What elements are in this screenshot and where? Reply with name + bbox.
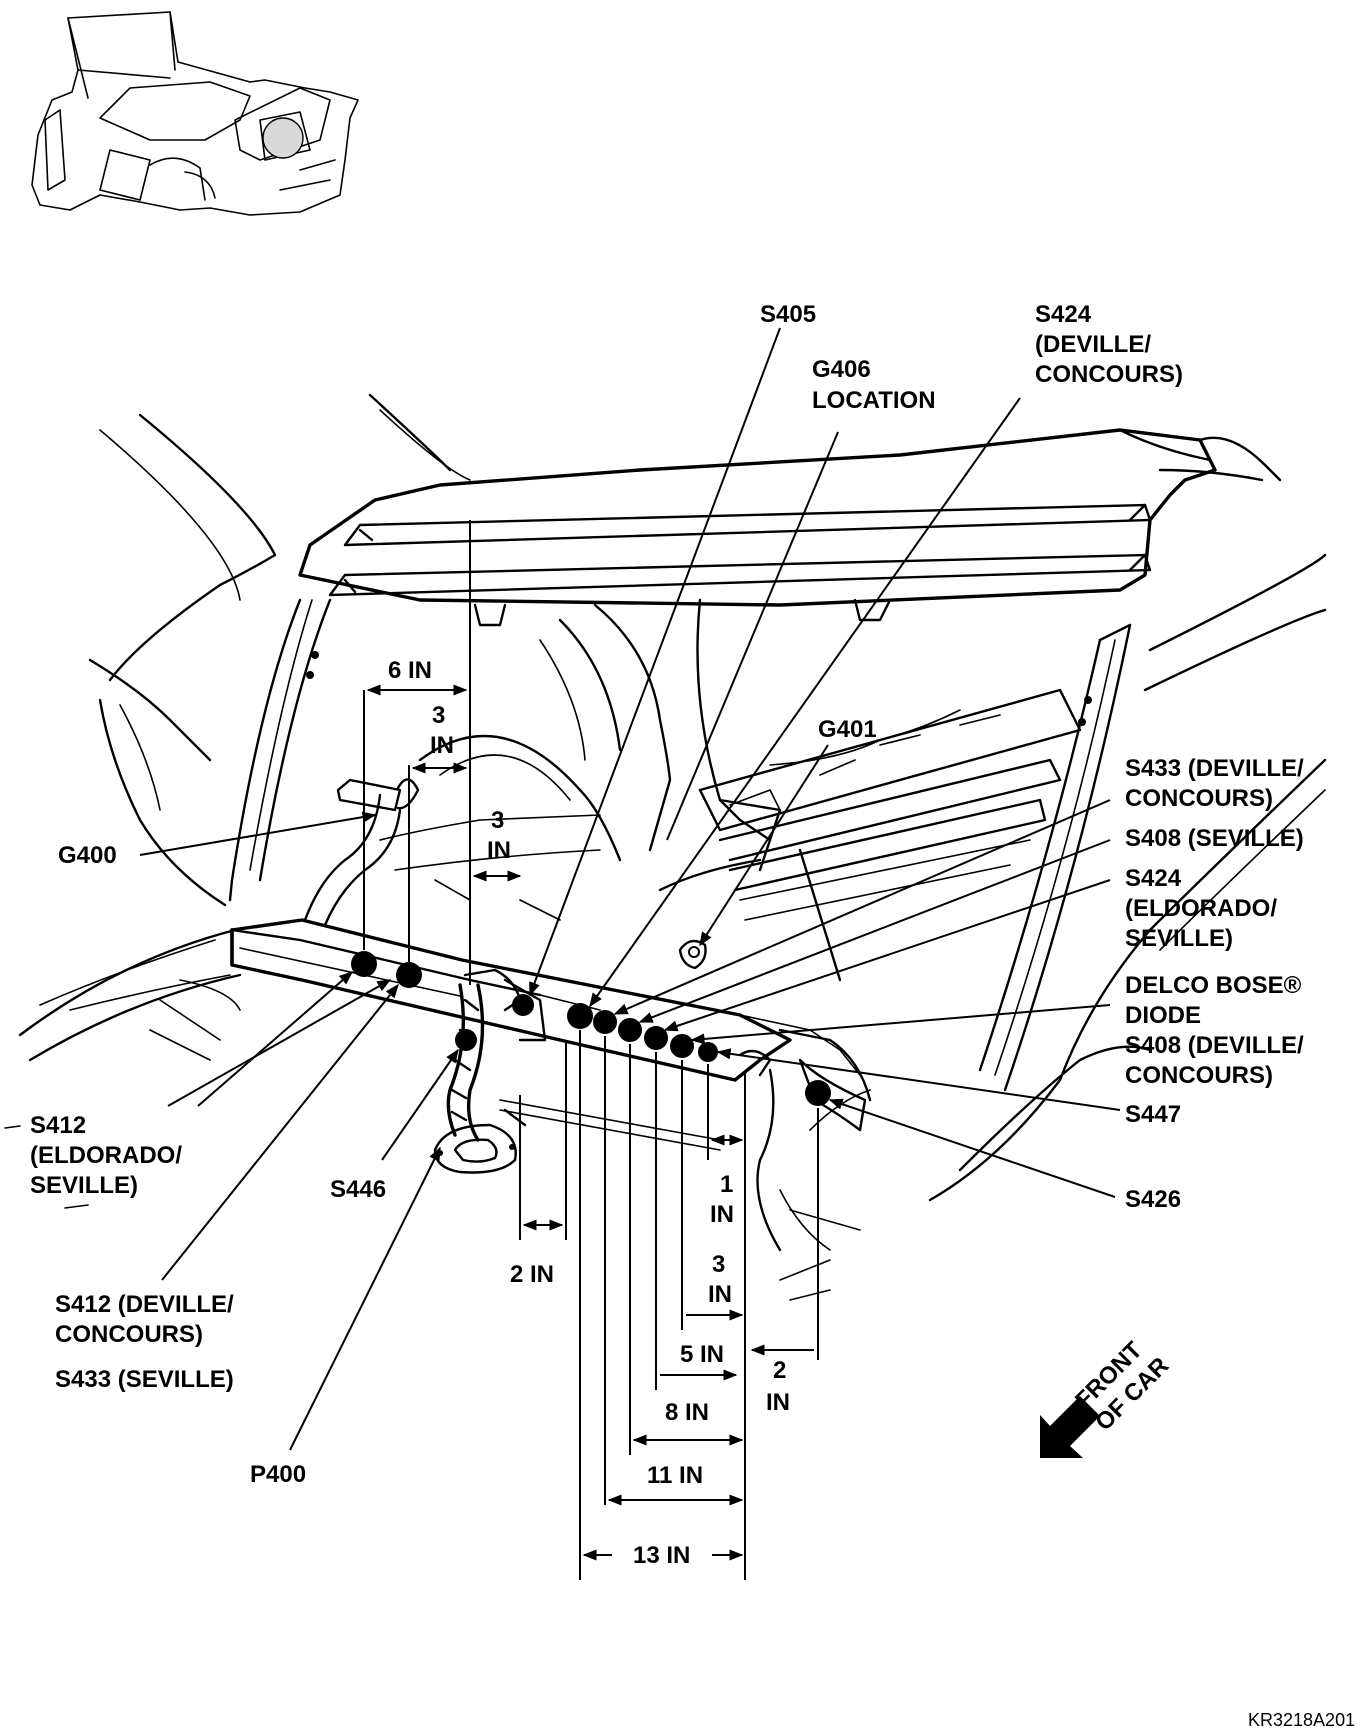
label-s424-es-line3: SEVILLE) — [1125, 925, 1233, 952]
dot-s433-deville — [593, 1010, 617, 1034]
dot-delco-diode — [670, 1034, 694, 1058]
dim-3b-line2: IN — [487, 837, 511, 864]
dot-s426 — [805, 1080, 831, 1106]
dot-s412-eldorado — [351, 951, 377, 977]
label-s424-es-line2: (ELDORADO/ — [1125, 895, 1277, 922]
dim-5: 5 IN — [680, 1341, 724, 1368]
label-s408-dc-line1: S408 (DEVILLE/ — [1125, 1032, 1304, 1059]
dim-3a-line2: IN — [430, 732, 454, 759]
dot-s408-seville — [618, 1018, 642, 1042]
label-s412-es-line2: (ELDORADO/ — [30, 1142, 182, 1169]
label-s412-es-line3: SEVILLE) — [30, 1172, 138, 1199]
label-s433-dc-line2: CONCOURS) — [1125, 785, 1273, 812]
label-s412-dc-line1: S412 (DEVILLE/ — [55, 1291, 234, 1318]
dot-s412-deville — [396, 962, 422, 988]
dimension-lines — [363, 520, 819, 1580]
dot-s405 — [512, 994, 534, 1016]
splice-dots — [351, 951, 831, 1106]
dim-2b-line2: IN — [766, 1389, 790, 1416]
label-s433-dc-line1: S433 (DEVILLE/ — [1125, 755, 1304, 782]
dim-6-in: 6 IN — [388, 657, 432, 684]
dim-8: 8 IN — [665, 1399, 709, 1426]
dot-s424-deville — [567, 1003, 593, 1029]
label-delco-line2: DIODE — [1125, 1002, 1201, 1029]
label-g406-line2: LOCATION — [812, 387, 936, 414]
dot-s446 — [455, 1029, 477, 1051]
leader-lines — [139, 327, 1121, 1451]
label-s447: S447 — [1125, 1101, 1181, 1128]
label-s424-es-line1: S424 — [1125, 865, 1182, 892]
label-s408-dc-line2: CONCOURS) — [1125, 1062, 1273, 1089]
dim-3a-line1: 3 — [432, 702, 445, 729]
rear-body-structure — [18, 393, 1327, 1301]
dim-3c-line2: IN — [708, 1281, 732, 1308]
label-s412-dc-line2: CONCOURS) — [55, 1321, 203, 1348]
car-overview-thumbnail — [31, 11, 359, 216]
dim-1-line2: IN — [710, 1201, 734, 1228]
front-of-car-indicator: FRONT OF CAR — [1040, 1336, 1174, 1458]
label-delco-line1: DELCO BOSE® — [1125, 972, 1302, 999]
label-s424-dc-line3: CONCOURS) — [1035, 361, 1183, 388]
label-s424-dc-line2: (DEVILLE/ — [1035, 331, 1151, 358]
label-s433-seville: S433 (SEVILLE) — [55, 1366, 234, 1393]
label-p400: P400 — [250, 1461, 306, 1488]
dim-2b-line1: 2 — [773, 1357, 786, 1384]
dim-3b-line1: 3 — [491, 807, 504, 834]
label-s426: S426 — [1125, 1186, 1181, 1213]
front-arrow-icon — [1040, 1396, 1100, 1458]
label-s405: S405 — [760, 301, 816, 328]
label-s424-dc-line1: S424 — [1035, 301, 1092, 328]
dot-s447 — [698, 1042, 718, 1062]
dim-13: 13 IN — [633, 1542, 690, 1569]
dim-1-line1: 1 — [720, 1171, 733, 1198]
diagram-code: KR3218A201 — [1248, 1710, 1355, 1730]
label-g406-line1: G406 — [812, 356, 871, 383]
label-g401: G401 — [818, 716, 877, 743]
label-s408-seville: S408 (SEVILLE) — [1125, 825, 1304, 852]
label-g400: G400 — [58, 842, 117, 869]
dim-11: 11 IN — [647, 1462, 703, 1489]
callout-labels: S405 G406 LOCATION S424 (DEVILLE/ CONCOU… — [4, 301, 1304, 1488]
dimension-labels: 6 IN 3 IN 3 IN 2 IN 1 IN 3 IN 5 IN 8 IN … — [388, 657, 790, 1569]
dot-s424-eldorado — [644, 1026, 668, 1050]
label-s412-es-line1: S412 — [30, 1112, 86, 1139]
label-s446: S446 — [330, 1176, 386, 1203]
dim-3c-line1: 3 — [712, 1251, 725, 1278]
dim-2a: 2 IN — [510, 1261, 554, 1288]
